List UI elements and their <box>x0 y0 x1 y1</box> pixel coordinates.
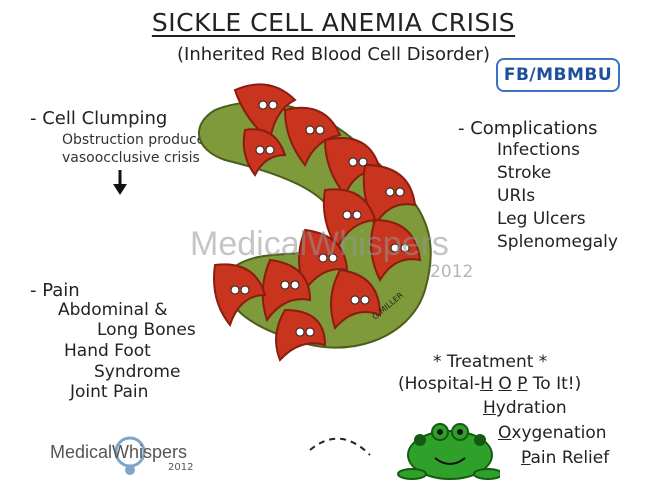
watermark-year: 2012 <box>430 262 474 282</box>
frog-illustration <box>309 423 500 480</box>
cell-faces <box>230 100 410 337</box>
brand-logo-year: 2012 <box>168 462 194 473</box>
watermark-text: MedicalWhispers <box>190 225 449 263</box>
complication-item: Stroke <box>497 163 552 183</box>
clumping-line-2: vasoocclusive crisis <box>62 150 200 166</box>
clumping-line-1: Obstruction produces <box>62 132 213 148</box>
complication-item: URIs <box>497 186 536 206</box>
treatment-hydration: Hydration <box>483 398 567 418</box>
page-title: SICKLE CELL ANEMIA CRISIS <box>151 8 516 37</box>
complication-item: Splenomegaly <box>497 232 618 252</box>
fb-badge: FB/MBMBU <box>496 58 620 92</box>
jump-path <box>309 437 371 456</box>
complications-heading: - Complications <box>458 118 598 139</box>
pain-item: Hand Foot <box>64 341 151 361</box>
subtitle: (Inherited Red Blood Cell Disorder) <box>177 44 490 65</box>
treatment-pain-relief: Pain Relief <box>521 448 610 468</box>
pain-heading: - Pain <box>30 280 80 301</box>
pain-item: Abdominal & <box>58 300 168 320</box>
pain-item: Joint Pain <box>70 382 149 402</box>
down-arrow-icon <box>113 170 127 195</box>
pain-item: Long Bones <box>97 320 196 340</box>
pain-item: Syndrome <box>94 362 181 382</box>
complication-item: Leg Ulcers <box>497 209 586 229</box>
cell-clumping-heading: - Cell Clumping <box>30 108 168 129</box>
stethoscope-icon <box>114 436 146 475</box>
treatment-mnemonic: (Hospital-H O P To It!) <box>398 374 582 394</box>
frog-icon <box>397 423 500 480</box>
sickle-cell-cluster-illustration: G.MILLER <box>198 83 432 362</box>
treatment-heading: * Treatment * <box>433 352 548 372</box>
complication-item: Infections <box>497 140 580 160</box>
brand-logo-text: MedicalWhispers <box>50 442 188 462</box>
treatment-oxygenation: Oxygenation <box>498 423 607 443</box>
